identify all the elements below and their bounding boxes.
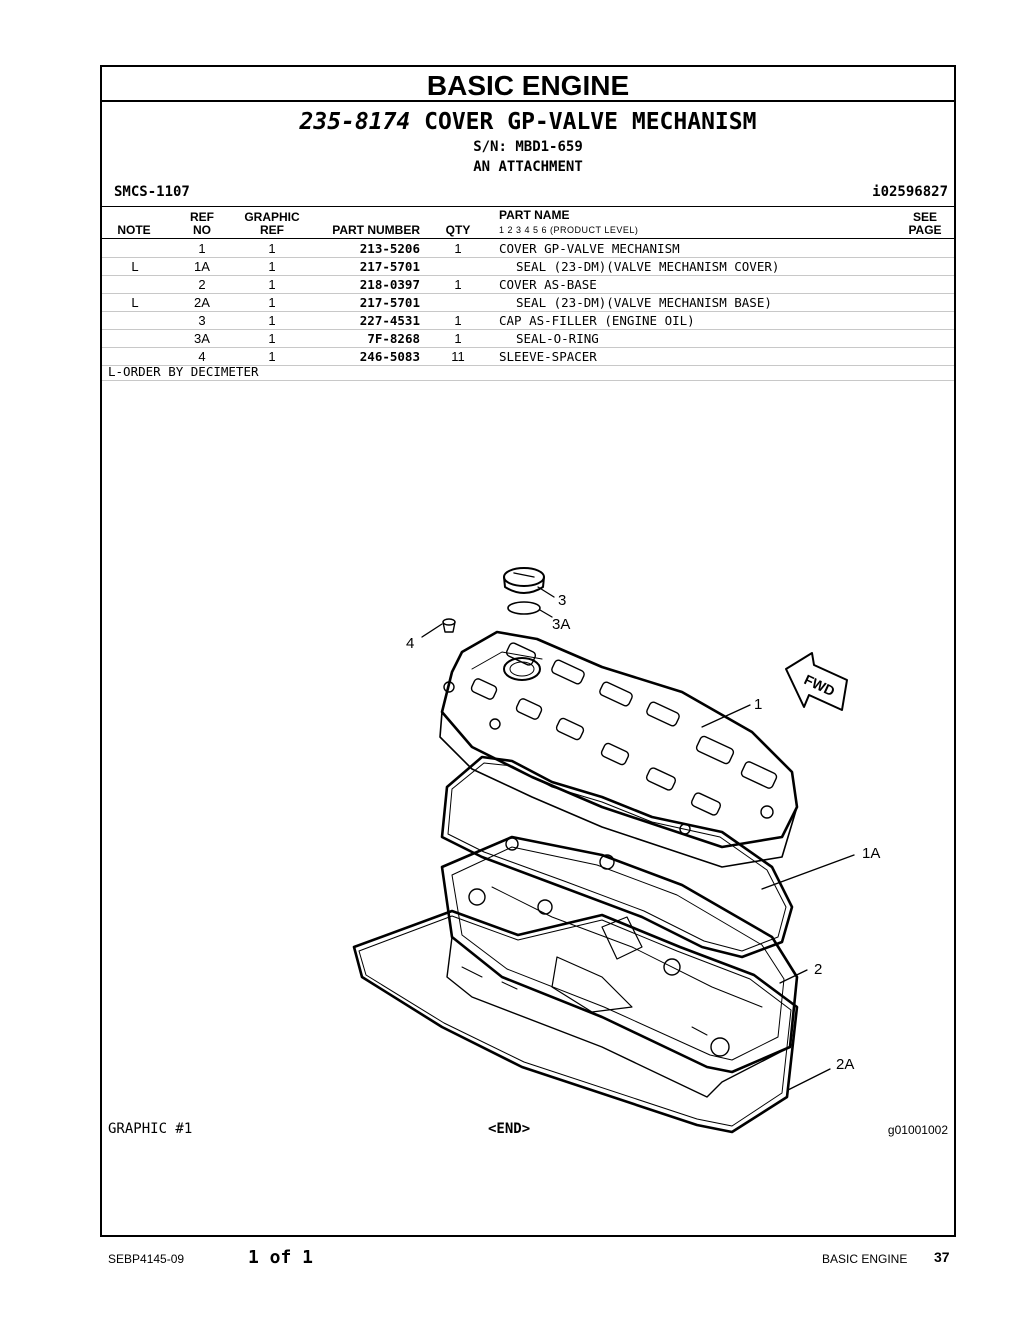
row-qty: 1	[454, 331, 462, 346]
table-row: L 1A 1 217-5701 SEAL (23-DM)(VALVE MECHANISM…	[102, 257, 954, 276]
col-note: NOTE	[117, 223, 151, 237]
callout-1: 1	[754, 696, 762, 713]
row-graphic-ref: 1	[268, 241, 276, 256]
col-see-page-top: SEE	[912, 210, 937, 224]
product-levels: 1 2 3 4 5 6 (PRODUCT LEVEL)	[499, 225, 639, 235]
row-ref-no: 1A	[194, 259, 210, 274]
row-graphic-ref: 1	[268, 349, 276, 364]
serial-number: S/N: MBD1-659	[473, 139, 583, 155]
row-part-name: SLEEVE-SPACER	[499, 349, 597, 364]
attachment-label: AN ATTACHMENT	[473, 159, 583, 175]
row-qty: 11	[451, 349, 465, 364]
page-footer: SEBP4145-09 1 of 1 BASIC ENGINE 37	[0, 1245, 1020, 1275]
col-see-page: SEE PAGE	[900, 211, 950, 237]
group-part-number: 235-8174	[299, 109, 411, 135]
table-row: 4 1 246-5083 11 SLEEVE-SPACER	[102, 347, 954, 366]
row-part-name: CAP AS-FILLER (ENGINE OIL)	[499, 313, 695, 328]
row-part-name: COVER AS-BASE	[499, 277, 597, 292]
footer-section: BASIC ENGINE	[822, 1252, 908, 1266]
row-ref-no: 2	[198, 277, 206, 292]
illustration-id: i02596827	[872, 184, 948, 200]
row-qty: 1	[454, 241, 462, 256]
callout-3: 3	[558, 592, 566, 609]
col-graphic-ref-top: GRAPHIC	[244, 210, 300, 224]
footnote: L-ORDER BY DECIMETER	[108, 364, 259, 379]
callout-2a: 2A	[836, 1056, 854, 1073]
header-divider	[102, 206, 954, 207]
row-part-number: 246-5083	[359, 349, 420, 364]
row-part-number: 7F-8268	[367, 331, 420, 346]
row-ref-no: 2A	[194, 295, 210, 310]
section-title: BASIC ENGINE	[102, 67, 954, 102]
row-note: L	[131, 295, 139, 310]
row-ref-no: 1	[198, 241, 206, 256]
row-graphic-ref: 1	[268, 313, 276, 328]
base-seal-outline	[352, 909, 799, 1134]
graphic-label: GRAPHIC #1	[108, 1121, 193, 1137]
row-part-number: 227-4531	[359, 313, 420, 328]
row-graphic-ref: 1	[268, 295, 276, 310]
fwd-label: FWD	[802, 671, 838, 699]
row-ref-no: 3A	[194, 331, 210, 346]
row-ref-no: 3	[198, 313, 206, 328]
row-graphic-ref: 1	[268, 277, 276, 292]
row-part-name: SEAL (23-DM)(VALVE MECHANISM BASE)	[516, 295, 772, 310]
col-qty: QTY	[445, 223, 471, 237]
table-row: 1 1 213-5206 1 COVER GP-VALVE MECHANISM	[102, 239, 954, 258]
table-header-divider	[102, 238, 954, 239]
footnote-divider	[102, 380, 954, 381]
page-number: 37	[934, 1249, 950, 1265]
col-part-name: PART NAME	[499, 208, 570, 222]
row-qty: 1	[454, 313, 462, 328]
row-part-name: SEAL-O-RING	[516, 331, 599, 346]
cover-seal-inner	[447, 762, 787, 952]
end-marker: <END>	[488, 1121, 531, 1137]
col-graphic-ref-bottom: REF	[260, 223, 284, 237]
row-graphic-ref: 1	[268, 331, 276, 346]
valve-cover-graphic	[439, 630, 799, 868]
o-ring-graphic	[507, 601, 541, 615]
table-row: 3 1 227-4531 1 CAP AS-FILLER (ENGINE OIL)	[102, 311, 954, 330]
col-ref-no: REF NO	[182, 211, 222, 237]
callout-2: 2	[814, 961, 822, 978]
row-part-name: SEAL (23-DM)(VALVE MECHANISM COVER)	[516, 259, 780, 274]
forward-arrow-graphic	[785, 652, 848, 711]
col-see-page-bottom: PAGE	[908, 223, 942, 237]
exploded-view-drawing: 3 3A 4 1 1A 2 2A FWD	[352, 567, 880, 1134]
col-ref-no-bottom: NO	[193, 223, 211, 237]
row-note: L	[131, 259, 139, 274]
callout-4: 4	[406, 635, 414, 652]
col-ref-no-top: REF	[190, 210, 214, 224]
row-part-number: 217-5701	[359, 259, 420, 274]
row-part-name: COVER GP-VALVE MECHANISM	[499, 241, 680, 256]
table-row: 3A 1 7F-8268 1 SEAL-O-RING	[102, 329, 954, 348]
page-frame: BASIC ENGINE 235-8174 COVER GP-VALVE MEC…	[100, 65, 956, 1237]
document-number: SEBP4145-09	[108, 1252, 185, 1266]
table-row: 2 1 218-0397 1 COVER AS-BASE	[102, 275, 954, 294]
row-part-number: 217-5701	[359, 295, 420, 310]
callout-1a: 1A	[862, 845, 880, 862]
smcs-code: SMCS-1107	[114, 184, 190, 200]
row-ref-no: 4	[198, 349, 206, 364]
page-of: 1 of 1	[248, 1247, 314, 1268]
filler-cap-graphic	[503, 567, 545, 594]
row-graphic-ref: 1	[268, 259, 276, 274]
sleeve-spacer-graphic	[442, 618, 456, 633]
table-row: L 2A 1 217-5701 SEAL (23-DM)(VALVE MECHANISM…	[102, 293, 954, 312]
col-graphic-ref: GRAPHIC REF	[236, 211, 308, 237]
row-qty: 1	[454, 277, 462, 292]
row-part-number: 213-5206	[359, 241, 420, 256]
group-name: COVER GP-VALVE MECHANISM	[424, 109, 757, 135]
col-part-number: PART NUMBER	[332, 223, 420, 237]
graphic-id: g01001002	[887, 1123, 948, 1137]
base-seal-inner	[358, 915, 792, 1127]
callout-3a: 3A	[552, 616, 570, 633]
row-part-number: 218-0397	[359, 277, 420, 292]
cover-base-graphic	[440, 835, 799, 1098]
group-title: 235-8174 COVER GP-VALVE MECHANISM	[102, 109, 954, 135]
cover-seal-outline	[440, 755, 794, 959]
